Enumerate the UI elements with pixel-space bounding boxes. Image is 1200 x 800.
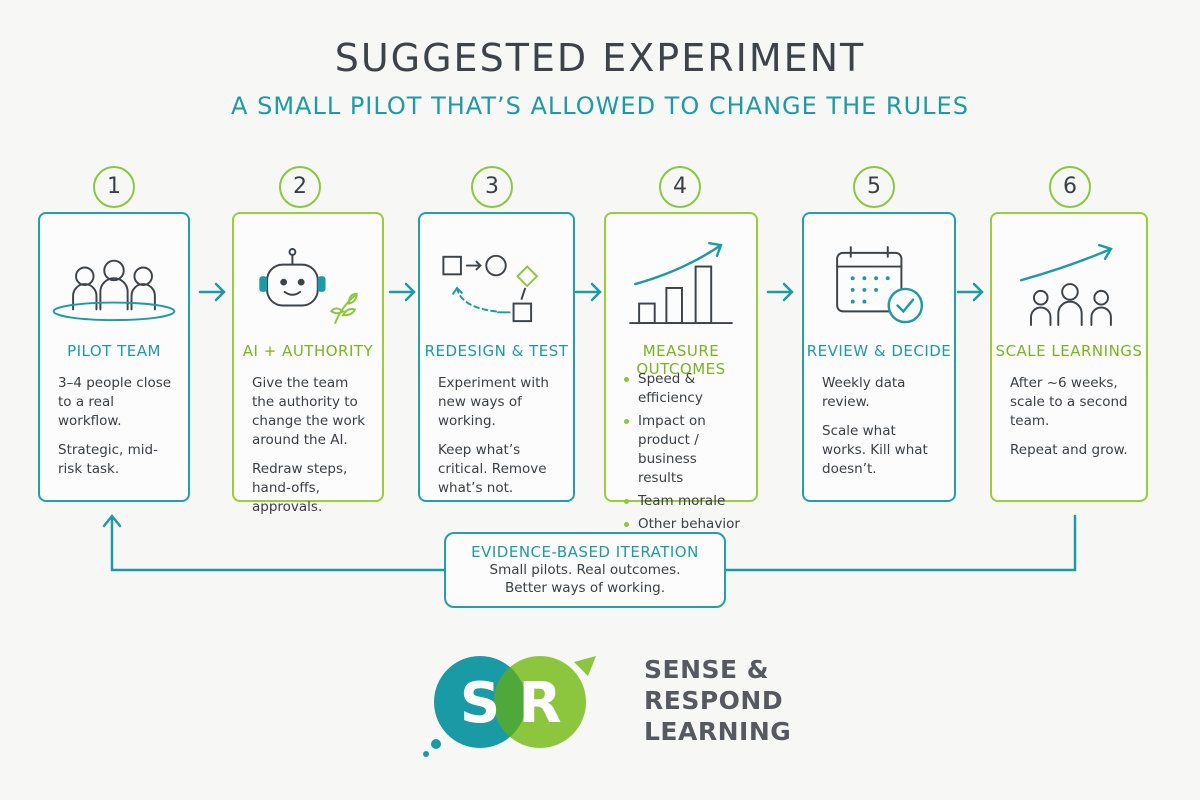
step-number-2: 2 [279, 166, 321, 208]
bar-chart-icon [629, 241, 733, 325]
step-heading: AI + AUTHORITY [242, 342, 374, 360]
step-text: Scale what works. Kill what doesn’t. [822, 423, 928, 477]
brand-line: LEARNING [644, 717, 792, 746]
step-number-4: 4 [659, 166, 701, 208]
step-text: After ~6 weeks, scale to a second team. [1010, 375, 1128, 429]
page-title: SUGGESTED EXPERIMENT [334, 36, 866, 80]
step-description: Give the team the authority to change th… [252, 374, 368, 527]
step-text: Redraw steps, hand-offs, approvals. [252, 461, 348, 515]
step-number-6: 6 [1049, 166, 1091, 208]
sense-respond-logo: S R [423, 656, 596, 757]
page-subtitle: A SMALL PILOT THAT’S ALLOWED TO CHANGE T… [231, 92, 969, 120]
arrow-right-icon [198, 282, 226, 302]
outcome-item: Speed & efficiency [624, 370, 742, 408]
step-card-measure-outcomes: MEASURE OUTCOMES Speed & efficiency Impa… [604, 212, 758, 551]
evidence-line: Small pilots. Real outcomes. [489, 562, 681, 578]
brand-line: SENSE & [644, 655, 770, 684]
outcome-item: Impact on product / business results [624, 412, 742, 488]
robot-icon [259, 248, 358, 324]
step-text: 3–4 people close to a real workflow. [58, 375, 172, 429]
step-description: Speed & efficiency Impact on product / b… [624, 370, 742, 557]
brand-name: SENSE & RESPOND LEARNING [644, 654, 791, 747]
growth-people-icon [1020, 243, 1113, 326]
step-text: Give the team the authority to change th… [252, 375, 366, 448]
step-heading: SCALE LEARNINGS [995, 342, 1143, 360]
arrow-right-icon [956, 282, 984, 302]
arrow-right-icon [388, 282, 416, 302]
people-icon [52, 259, 176, 322]
step-heading: REVIEW & DECIDE [806, 342, 952, 360]
step-description: Experiment with new ways of working. Kee… [438, 374, 559, 508]
step-heading: REDESIGN & TEST [424, 342, 569, 360]
step-text: Experiment with new ways of working. [438, 375, 549, 429]
step-heading: PILOT TEAM [67, 342, 161, 360]
step-card-scale-learnings: SCALE LEARNINGS After ~6 weeks, scale to… [990, 212, 1148, 502]
calendar-check-icon [836, 246, 924, 324]
step-text: Strategic, mid-risk task. [58, 442, 158, 477]
step-heading: MEASURE OUTCOMES [636, 342, 726, 378]
step-description: After ~6 weeks, scale to a second team. … [1010, 374, 1132, 470]
step-number-5: 5 [853, 166, 895, 208]
step-card-pilot-team: PILOT TEAM 3–4 people close to a real wo… [38, 212, 190, 502]
brand-line: RESPOND [644, 686, 784, 715]
outcome-item: Team morale [624, 492, 742, 511]
step-card-redesign-test: REDESIGN & TEST Experiment with new ways… [418, 212, 575, 502]
process-flow-icon [442, 254, 539, 323]
arrow-right-icon [574, 282, 602, 302]
evidence-iteration-box: EVIDENCE-BASED ITERATION Small pilots. R… [444, 532, 726, 608]
step-card-review-decide: REVIEW & DECIDE Weekly data review. Scal… [802, 212, 956, 502]
evidence-line: Better ways of working. [504, 580, 666, 596]
step-description: 3–4 people close to a real workflow. Str… [58, 374, 174, 489]
logo-letter-s: S [460, 671, 500, 736]
logo-letter-r: R [518, 671, 561, 736]
step-description: Weekly data review. Scale what works. Ki… [822, 374, 940, 489]
step-number-1: 1 [93, 166, 135, 208]
step-text: Keep what’s critical. Remove what’s not. [438, 442, 547, 496]
step-card-ai-authority: AI + AUTHORITY Give the team the authori… [232, 212, 384, 515]
arrow-right-icon [766, 282, 794, 302]
evidence-heading: EVIDENCE-BASED ITERATION [471, 543, 699, 561]
step-text: Weekly data review. [822, 375, 906, 410]
step-text: Repeat and grow. [1010, 442, 1128, 458]
step-number-3: 3 [471, 166, 513, 208]
